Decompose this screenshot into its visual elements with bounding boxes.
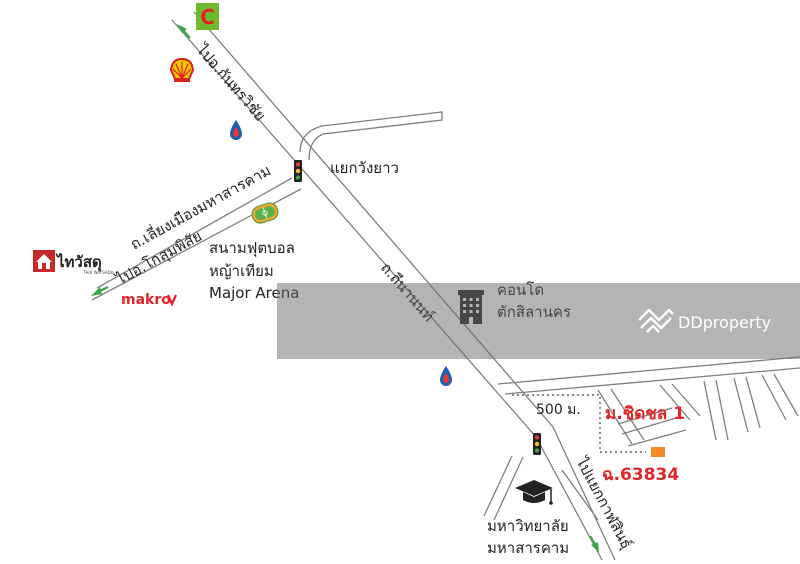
university-road-down bbox=[561, 469, 599, 521]
label-village: ม.ชิดชล 1 bbox=[605, 404, 685, 424]
village-road-top bbox=[497, 356, 800, 385]
thai-watsadu-logo-text: ไทวัสดุ bbox=[55, 252, 102, 272]
watermark-band bbox=[277, 283, 800, 359]
side-street-4 bbox=[671, 383, 701, 417]
label-university-line1: มหาวิทยาลัย bbox=[487, 517, 569, 535]
side-street-5 bbox=[703, 380, 717, 441]
road-network bbox=[91, 11, 800, 561]
bypass-road-edge-top bbox=[96, 177, 293, 289]
road-label-to-kantharawichai: ไปอ.กันทรวิชัย bbox=[192, 40, 269, 125]
arrow-down-right-icon bbox=[589, 535, 599, 552]
village-lane-a bbox=[617, 407, 673, 425]
makro-logo-text: makro bbox=[121, 292, 171, 308]
arrow-left-icon bbox=[91, 286, 109, 296]
shell-logo bbox=[169, 57, 195, 82]
thai-watsadu-logo-subtext: THAI WATSADU bbox=[82, 270, 114, 275]
side-street-6 bbox=[715, 379, 729, 441]
side-street-8 bbox=[745, 376, 761, 429]
label-football-line1: สนามฟุตบอล bbox=[209, 239, 295, 258]
village-lane-b bbox=[621, 417, 677, 435]
university-road-left bbox=[483, 455, 513, 517]
side-street-3 bbox=[659, 384, 691, 421]
graduation-cap-icon bbox=[515, 480, 553, 505]
makro-logo: makro bbox=[121, 292, 178, 308]
label-university-line2: มหาสารคาม bbox=[487, 539, 569, 557]
label-wang-yao-junction: แยกวังยาว bbox=[330, 159, 399, 177]
label-football-line3: Major Arena bbox=[209, 284, 299, 302]
traffic-light-icon bbox=[294, 160, 302, 182]
village-road-bottom bbox=[504, 367, 800, 395]
village-lane-c bbox=[627, 429, 687, 447]
side-street-10 bbox=[773, 373, 799, 417]
football-field-icon bbox=[251, 202, 279, 224]
label-plot: ฉ.63834 bbox=[602, 465, 679, 485]
bigc-logo: C bbox=[196, 3, 219, 30]
distance-dotted-line bbox=[512, 394, 646, 453]
side-street-7 bbox=[733, 377, 749, 433]
ptt-fuel-icon bbox=[440, 366, 452, 386]
label-distance: 500 ม. bbox=[536, 402, 581, 418]
traffic-light-icon bbox=[533, 433, 541, 455]
watermark-text: DDproperty bbox=[678, 313, 771, 332]
thai-watsadu-logo: ไทวัสดุ THAI WATSADU bbox=[33, 250, 114, 275]
ddproperty-logo-icon bbox=[638, 308, 674, 333]
arrow-up-left-icon bbox=[177, 24, 191, 39]
bigc-logo-text: C bbox=[200, 5, 215, 29]
plot-marker bbox=[651, 447, 665, 457]
side-street-9 bbox=[761, 374, 787, 421]
side-street-2 bbox=[610, 388, 645, 441]
side-street-1 bbox=[597, 389, 633, 445]
ptt-fuel-icon bbox=[230, 120, 242, 140]
label-football-line2: หญ้าเทียม bbox=[209, 262, 274, 280]
university-road-right bbox=[493, 456, 524, 521]
wang-yao-road bbox=[299, 111, 443, 161]
